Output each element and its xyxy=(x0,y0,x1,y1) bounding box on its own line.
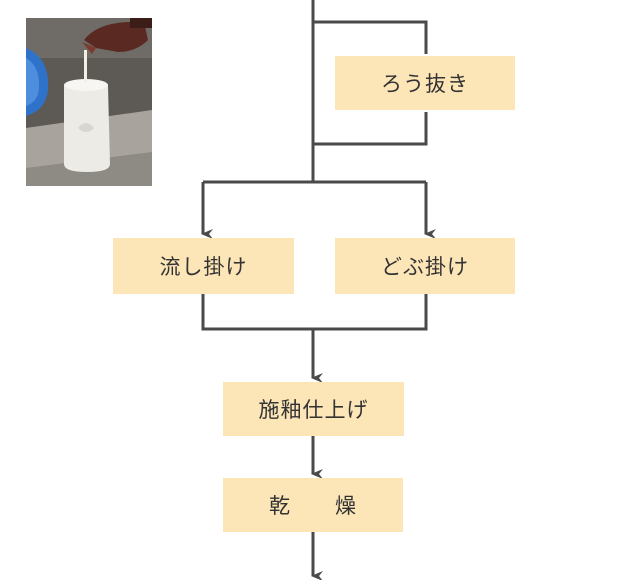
step-pour-glaze: 流し掛け xyxy=(113,238,294,294)
step-wax-removal: ろう抜き xyxy=(335,56,515,110)
process-photo xyxy=(26,18,152,186)
flow-line-merge xyxy=(201,294,428,331)
flow-line-bracket xyxy=(313,20,428,54)
step-drying: 乾 燥 xyxy=(223,478,403,532)
step-glaze-finishing: 施釉仕上げ xyxy=(223,382,404,436)
step-dip-glaze: どぶ掛け xyxy=(335,238,515,294)
flow-line-bracket-lower xyxy=(313,112,428,146)
